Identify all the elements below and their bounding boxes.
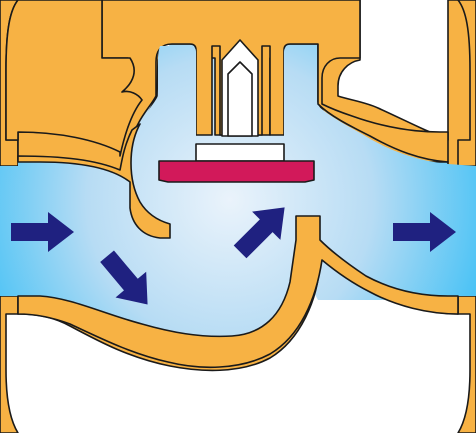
- flow-arrows: [11, 207, 456, 305]
- outlet-flow-arrow: [393, 212, 456, 252]
- valve-disc: [158, 160, 315, 183]
- inlet-flow-arrow: [11, 212, 74, 252]
- valve-body-lower-wall: [17, 215, 459, 368]
- disc-holder: [195, 143, 285, 162]
- left-lower-flange: [0, 295, 19, 433]
- right-lower-flange: [457, 295, 476, 433]
- downward-flow-arrow: [100, 250, 148, 305]
- valve-body-left-wall: [5, 0, 171, 239]
- right-upper-flange: [457, 0, 476, 167]
- upward-flow-arrow: [233, 207, 285, 259]
- poppet-guide-inner: [227, 61, 253, 137]
